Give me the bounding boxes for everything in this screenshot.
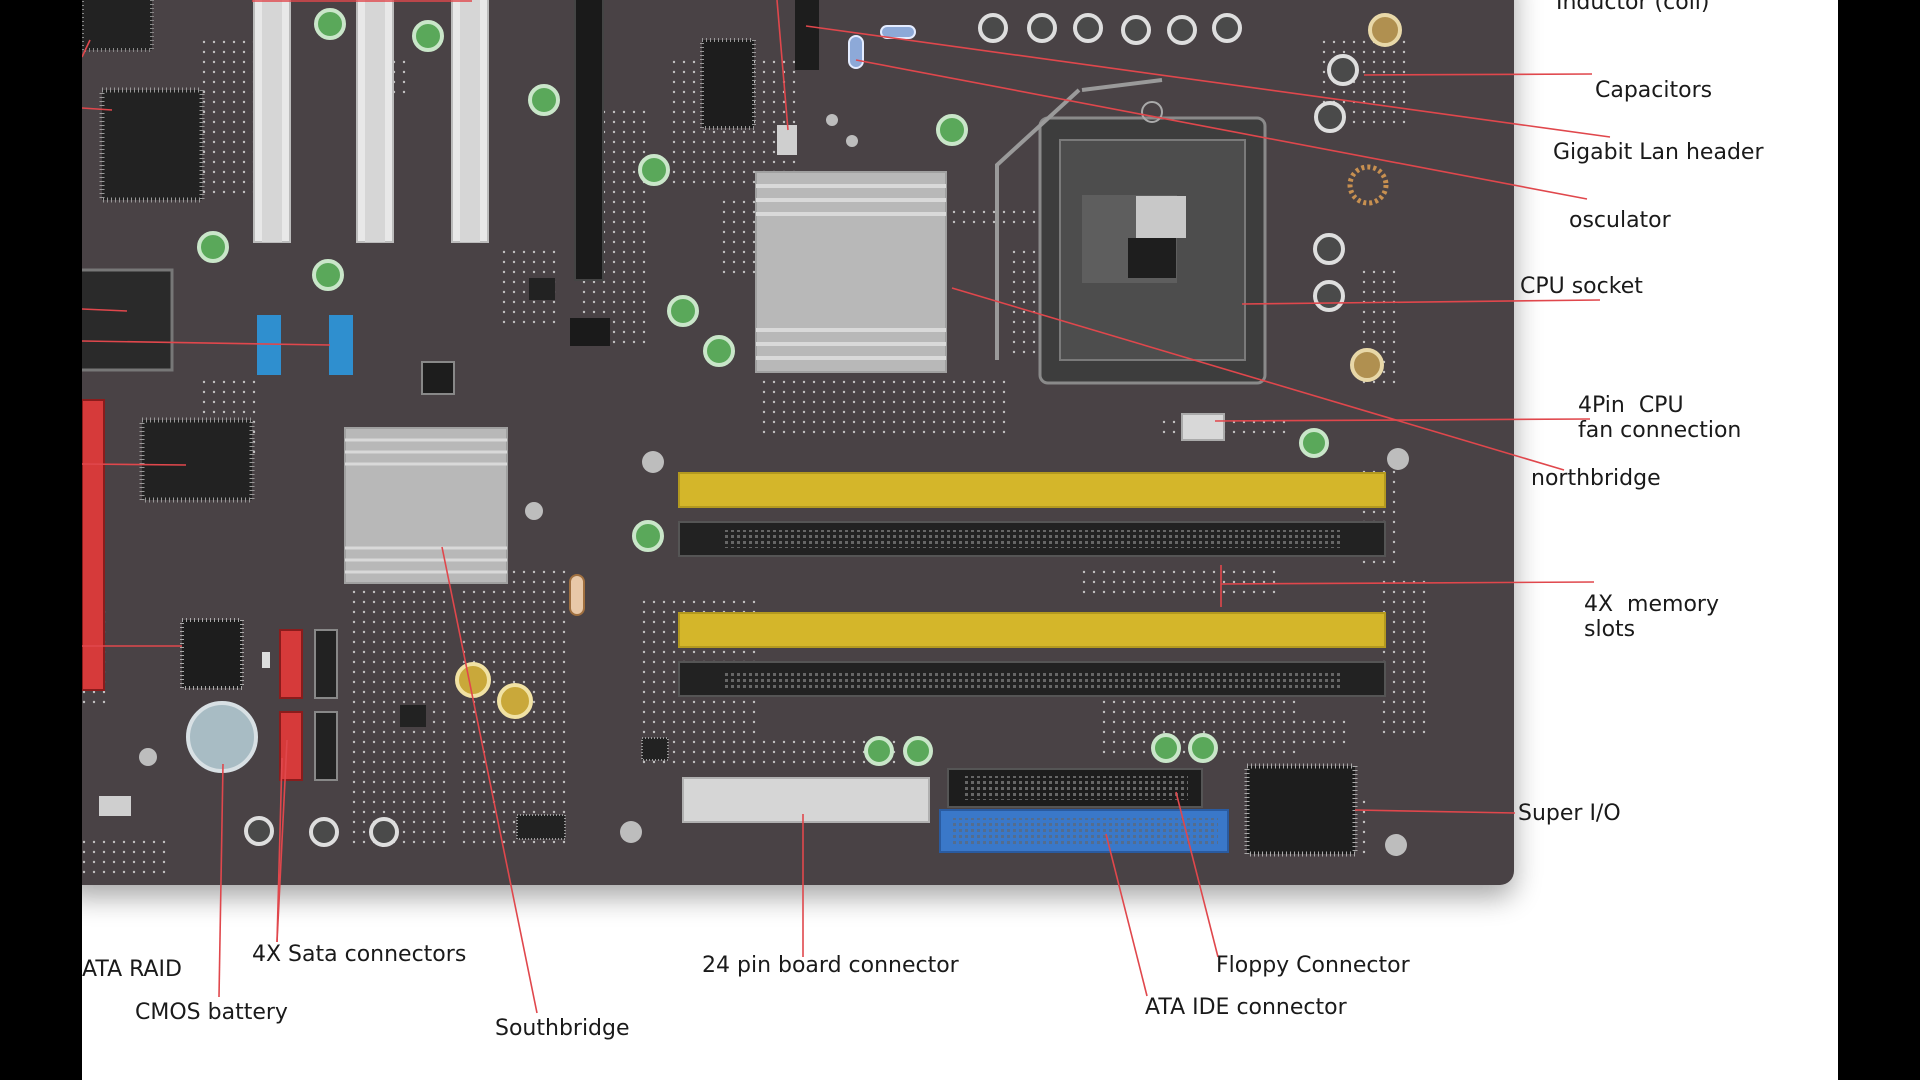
label-super-io: Super I/O: [1518, 801, 1621, 826]
label-ata-ide: ATA IDE connector: [1145, 995, 1347, 1020]
label-24pin: 24 pin board connector: [702, 953, 959, 978]
oscillator-crystal-2: [848, 35, 864, 69]
leader-lines: [82, 0, 1611, 1014]
cmos-battery: [186, 701, 258, 773]
label-ata-raid: ATA RAID: [82, 957, 182, 982]
label-northbridge: northbridge: [1531, 466, 1661, 491]
label-osculator: osculator: [1569, 208, 1671, 233]
label-memory-slots: 4X memory slots: [1584, 592, 1719, 642]
label-capacitors: Capacitors: [1595, 78, 1713, 103]
label-floppy: Floppy Connector: [1216, 953, 1410, 978]
connector-left: [82, 268, 174, 372]
chip-io-left: [139, 417, 255, 503]
memory-slots: [678, 472, 1386, 697]
usb-header-1: [257, 315, 281, 375]
label-southbridge: Southbridge: [495, 1016, 630, 1041]
chip-gigabit-lan: [700, 38, 756, 130]
ata-raid-connector: [82, 399, 105, 691]
southbridge-heatsink: [344, 427, 508, 584]
motherboard-diagram: [82, 0, 1611, 1014]
chip-top-left: [82, 0, 154, 52]
chip-audio: [99, 87, 205, 203]
label-cpu-socket: CPU socket: [1520, 274, 1643, 299]
northbridge-heatsink: [755, 171, 947, 373]
label-fan-connection: 4Pin CPU fan connection: [1578, 393, 1742, 443]
capacitors: [139, 8, 1409, 856]
pcb-dot-traces: [82, 40, 1432, 880]
super-io-chip: [1244, 763, 1358, 857]
oscillator-crystal-1: [880, 25, 916, 39]
pci-slots: [253, 0, 489, 243]
label-cmos: CMOS battery: [135, 1000, 288, 1025]
pcie-slot: [574, 0, 604, 281]
cpu-socket: [995, 78, 1267, 385]
diagram-canvas: Inductor (coil) Capacitors Gigabit Lan h…: [82, 0, 1838, 1080]
usb-header-2: [329, 315, 353, 375]
lan-header: [795, 0, 819, 70]
chip-raid: [180, 618, 244, 690]
cpu-fan-connector: [1181, 413, 1225, 441]
label-inductor: Inductor (coil): [1556, 0, 1710, 15]
atx-24pin-connector: [682, 777, 930, 823]
label-sata: 4X Sata connectors: [252, 942, 467, 967]
label-gigabit-lan: Gigabit Lan header: [1553, 140, 1764, 165]
inductor-coil: [1347, 164, 1389, 206]
